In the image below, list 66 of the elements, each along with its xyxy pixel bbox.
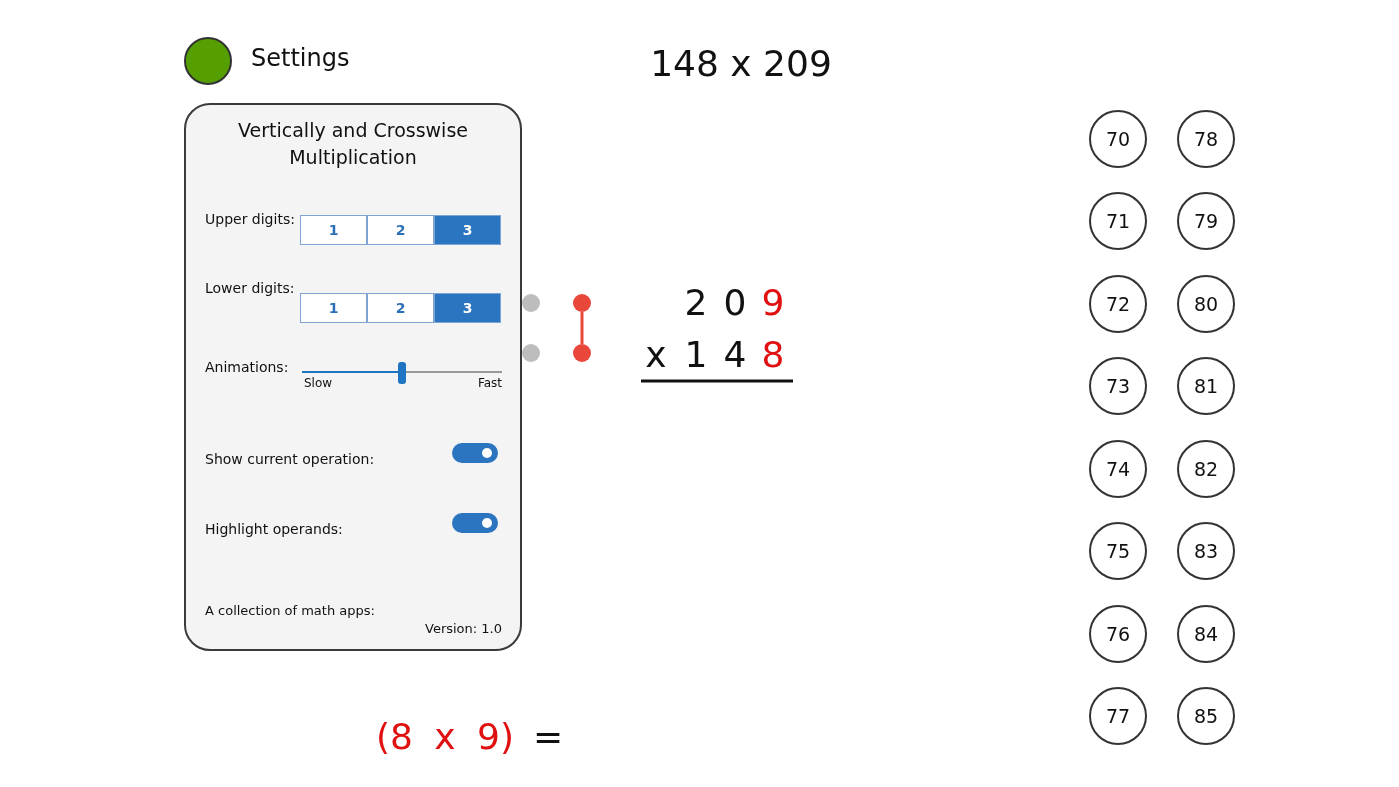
number-circle <box>1177 357 1235 415</box>
settings-panel <box>184 103 522 651</box>
number-text: 85 <box>1193 705 1219 727</box>
number-circle <box>1177 687 1235 745</box>
digit-option-button: 1 <box>300 215 367 245</box>
number-text: 77 <box>1105 705 1131 727</box>
number-text: 80 <box>1193 293 1219 315</box>
number-circle <box>1177 440 1235 498</box>
number-circle <box>1089 275 1147 333</box>
dot <box>522 294 540 312</box>
setting-label: Show current operation: <box>205 451 375 468</box>
dot <box>573 294 591 312</box>
connector-line <box>580 312 584 344</box>
number-circle <box>1089 605 1147 663</box>
digit-option-button: 3 <box>434 215 501 245</box>
settings-label: Settings <box>251 45 350 73</box>
number-circle <box>1089 440 1147 498</box>
number-circle <box>1089 522 1147 580</box>
digit: 4 <box>723 334 747 376</box>
digit: 2 <box>684 282 708 324</box>
digit: 1 <box>684 334 708 376</box>
equals-sign: = <box>532 716 564 758</box>
dot <box>522 344 540 362</box>
problem-title: 148 x 209 <box>650 43 832 85</box>
number-text: 72 <box>1105 293 1131 315</box>
digit: 9 <box>761 282 785 324</box>
setting-label: Lower digits: <box>205 280 295 297</box>
number-circle <box>1089 110 1147 168</box>
setting-label: Animations: <box>205 359 289 376</box>
digit-option-button: 1 <box>300 293 367 323</box>
footer-text: A collection of math apps: <box>205 604 375 619</box>
number-text: 82 <box>1193 458 1219 480</box>
number-text: 79 <box>1193 210 1219 232</box>
number-text: 71 <box>1105 210 1131 232</box>
number-circle <box>1177 192 1235 250</box>
number-text: 73 <box>1105 375 1131 397</box>
version-text: Version: 1.0 <box>425 622 502 637</box>
number-text: 83 <box>1193 540 1219 562</box>
number-text: 76 <box>1105 623 1131 645</box>
digit: 8 <box>761 334 785 376</box>
number-circle <box>1177 275 1235 333</box>
operation-text: (8 x 9) <box>375 716 515 758</box>
number-circle <box>1177 110 1235 168</box>
number-text: 84 <box>1193 623 1219 645</box>
number-circle <box>1177 605 1235 663</box>
slider-min-label: Slow <box>304 377 333 391</box>
digit-option-button: 2 <box>367 293 434 323</box>
dot <box>573 344 591 362</box>
number-circle <box>1089 687 1147 745</box>
number-text: 78 <box>1193 128 1219 150</box>
digit: 0 <box>723 282 747 324</box>
number-circle <box>1089 192 1147 250</box>
setting-label: Upper digits: <box>205 211 295 228</box>
number-circle <box>1177 522 1235 580</box>
digit-option-button: 2 <box>367 215 434 245</box>
number-text: 74 <box>1105 458 1131 480</box>
setting-label: Highlight operands: <box>205 521 343 538</box>
number-text: 81 <box>1193 375 1219 397</box>
number-text: 75 <box>1105 540 1131 562</box>
multiply-sign: x <box>645 334 667 376</box>
number-circle <box>1089 357 1147 415</box>
slider-max-label: Fast <box>477 377 502 391</box>
panel-title: Vertically and Crosswise Multiplication <box>237 118 469 170</box>
settings-button <box>184 37 232 85</box>
digit-option-button: 3 <box>434 293 501 323</box>
number-text: 70 <box>1105 128 1131 150</box>
